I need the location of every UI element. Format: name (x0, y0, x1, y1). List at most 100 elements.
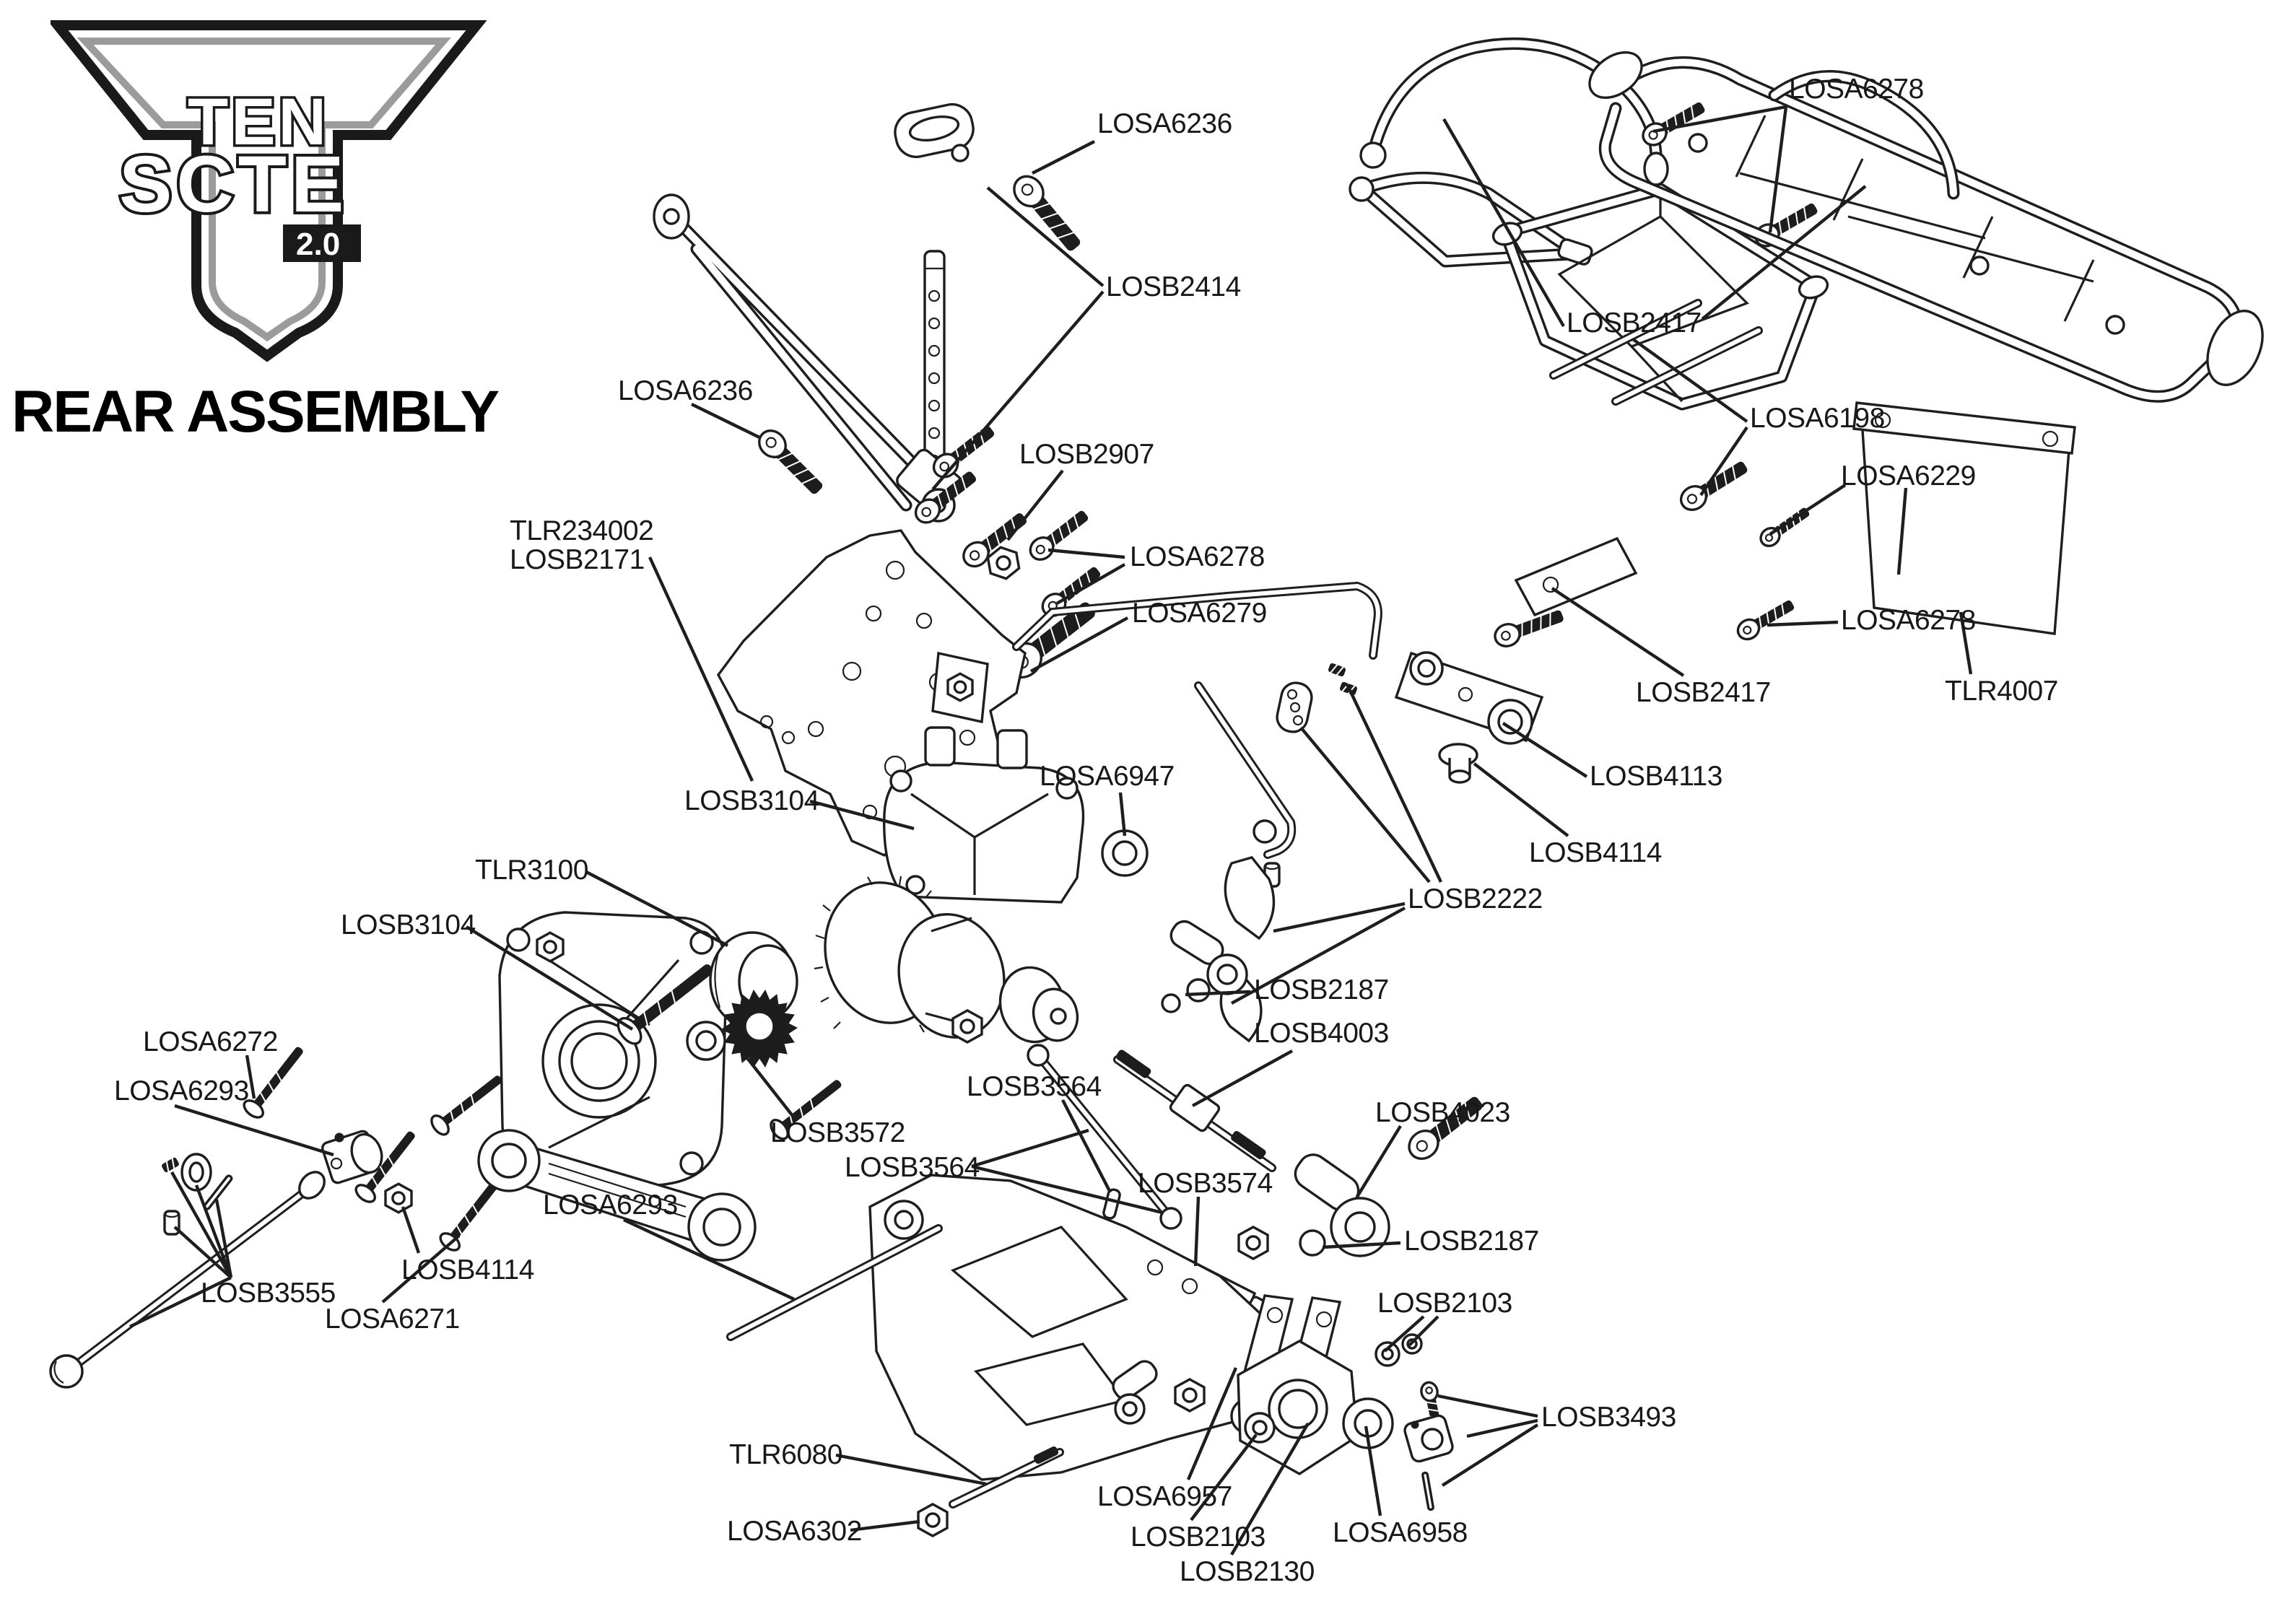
leader-line (1437, 1394, 1538, 1418)
leader-line (1061, 1099, 1112, 1194)
leader-line (1551, 587, 1685, 677)
leader-line (1701, 185, 1867, 320)
logo-version-badge: 2.0 (283, 224, 361, 262)
part-label-losb4003-35: LOSB4003 (1254, 1018, 1389, 1049)
leader-line (1441, 1423, 1539, 1487)
part-driveshaft-left (51, 1167, 329, 1387)
part-mud-flap (1854, 403, 2075, 634)
leader-line (129, 1276, 232, 1328)
part-label-losa6302-29: LOSA6302 (727, 1516, 862, 1547)
logo-text-ten: TEN (188, 85, 329, 159)
leader-line (835, 1453, 987, 1486)
part-label-tlr3100-20: TLR3100 (475, 855, 588, 886)
part-label-losa6293-23: LOSA6293 (114, 1075, 249, 1106)
leader-line (170, 1171, 232, 1279)
leader-line (1356, 1125, 1402, 1198)
leader-line (623, 1218, 795, 1301)
leader-line (648, 556, 754, 782)
part-label-losb2187-34: LOSB2187 (1254, 974, 1389, 1005)
part-hinge-pins (1554, 303, 1759, 401)
part-label-losa6278-6: LOSA6278 (1130, 541, 1265, 572)
part-label-losb3493-43: LOSB3493 (1541, 1402, 1676, 1433)
part-label-losa6236-2: LOSA6236 (618, 375, 753, 406)
part-label-losb2171-5: LOSB2171 (510, 544, 645, 575)
logo-shield (51, 20, 487, 362)
leader-line (381, 1234, 461, 1304)
part-label-losa6957-39: LOSA6957 (1097, 1481, 1232, 1512)
leader-line (1047, 548, 1125, 559)
leader-line (1502, 722, 1588, 778)
part-label-losb4023-36: LOSB4023 (1375, 1097, 1510, 1128)
part-label-losa6958-42: LOSA6958 (1333, 1517, 1468, 1548)
leader-line (1473, 762, 1569, 837)
part-label-losa6272-22: LOSA6272 (143, 1026, 278, 1057)
part-drive-collar (321, 1130, 387, 1184)
part-label-losa6236-0: LOSA6236 (1097, 108, 1232, 139)
part-differential (811, 870, 1083, 1049)
part-label-losb2103-38: LOSB2103 (1377, 1288, 1512, 1319)
part-dogbone (1028, 1045, 1181, 1228)
leader-line (1383, 1315, 1425, 1353)
part-label-losb2222-17: LOSB2222 (1408, 883, 1543, 914)
part-coupler-pin (1102, 1189, 1120, 1220)
leader-line (1322, 1241, 1401, 1249)
part-label-losb2103-40: LOSB2103 (1131, 1522, 1265, 1553)
part-hub-bearing (1343, 1399, 1393, 1448)
part-label-tlr234002-4: TLR234002 (510, 515, 654, 546)
leader-line (1193, 1196, 1201, 1267)
part-label-losb3555-24: LOSB3555 (201, 1278, 336, 1309)
leader-line (1230, 1422, 1310, 1556)
leader-line (1767, 620, 1839, 627)
leader-line (1896, 487, 1908, 575)
part-label-losa6293-27: LOSA6293 (543, 1189, 678, 1221)
part-label-losa6278-11: LOSA6278 (1789, 74, 1924, 105)
part-shock-link (1110, 1358, 1161, 1423)
leader-line (971, 1164, 1163, 1215)
part-label-losb2907-3: LOSB2907 (1019, 439, 1154, 470)
leader-line (1191, 1049, 1294, 1107)
part-label-tlr4007-13: TLR4007 (1945, 676, 2058, 707)
part-label-losa6947-19: LOSA6947 (1040, 761, 1175, 792)
part-rod-end (1162, 917, 1247, 1012)
leader-line (1006, 469, 1064, 541)
leader-line (585, 870, 729, 947)
part-label-losa6271-25: LOSA6271 (325, 1304, 460, 1335)
part-pivot-brace (1396, 652, 1542, 743)
part-label-losb4113-15: LOSB4113 (1590, 761, 1722, 792)
leader-line (1769, 484, 1847, 536)
leader-line (1185, 990, 1251, 997)
part-label-losb3564-30: LOSB3564 (967, 1071, 1102, 1102)
leader-line (1652, 105, 1787, 134)
leader-line (1346, 684, 1442, 883)
part-turnbuckle (1115, 1049, 1272, 1168)
part-gearbox-right (884, 728, 1084, 902)
leader-line (691, 403, 760, 439)
part-bushing (1439, 744, 1477, 782)
part-label-losb3574-33: LOSB3574 (1138, 1168, 1273, 1199)
part-sway-plate (1274, 680, 1314, 734)
logo-text-scte: SCTE (119, 140, 348, 229)
leader-line (1768, 106, 1788, 233)
leader-line (931, 290, 1105, 491)
part-body-mount-plate (892, 100, 977, 161)
part-pivot-link (479, 1130, 755, 1260)
leader-line (1029, 616, 1129, 673)
leader-line (744, 1054, 794, 1117)
brand-logo: TEN SCTE 2.0 (51, 20, 487, 362)
leader-line (1230, 907, 1406, 1005)
leader-line (1186, 1367, 1238, 1480)
leader-line (1118, 792, 1127, 837)
part-label-losb4114-26: LOSB4114 (401, 1254, 534, 1285)
page-title: REAR ASSEMBLY (12, 379, 500, 445)
part-label-losb3104-18: LOSB3104 (684, 785, 819, 816)
leader-line (1442, 118, 1565, 328)
part-label-losb2417-8: LOSB2417 (1567, 307, 1702, 339)
part-drive-cup (182, 1154, 211, 1190)
leader-line (1364, 1426, 1382, 1516)
part-label-losb2130-41: LOSB2130 (1180, 1556, 1315, 1587)
part-hinge-pin (953, 1446, 1060, 1504)
part-label-losa6279-7: LOSA6279 (1132, 598, 1267, 629)
part-label-losb2187-37: LOSB2187 (1404, 1226, 1539, 1257)
